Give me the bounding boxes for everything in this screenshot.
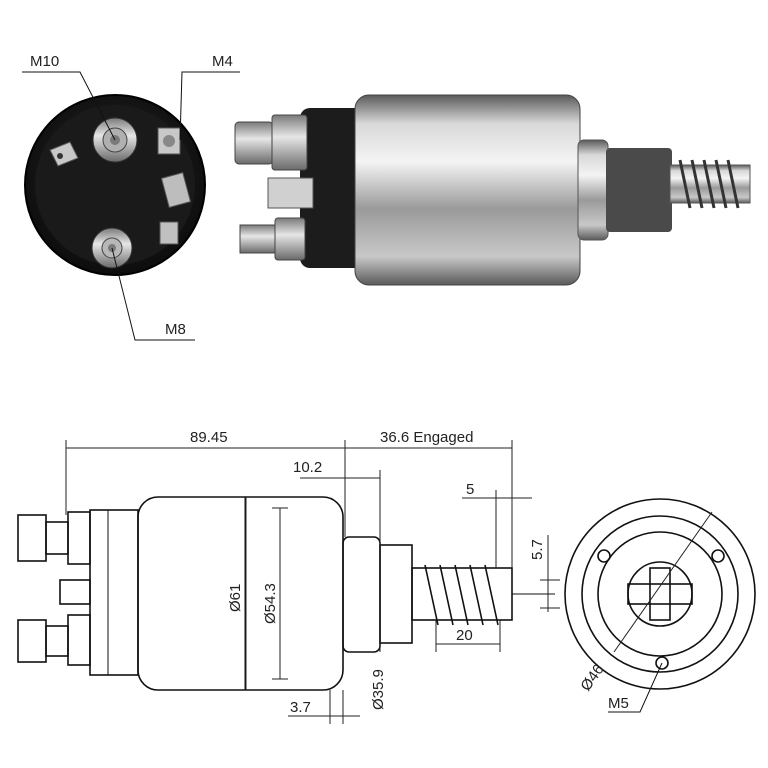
mount-hole-bottom xyxy=(655,656,669,670)
end-cap xyxy=(89,509,139,676)
side-terminals-photo xyxy=(234,114,314,261)
label-m8: M8 xyxy=(165,321,186,338)
dim-dia-61: Ø61 xyxy=(227,584,244,612)
dim-dia-46: Ø46 xyxy=(577,661,607,694)
dim-20: 20 xyxy=(456,627,473,644)
lug-tab xyxy=(49,141,79,167)
front-dimensions xyxy=(608,511,713,713)
label-m10: M10 xyxy=(30,53,59,70)
dim-5: 5 xyxy=(466,481,474,498)
front-slot xyxy=(627,583,693,605)
front-outer-circle xyxy=(564,498,756,690)
dim-dia-54-3: Ø54.3 xyxy=(262,583,279,624)
spring-photo xyxy=(678,159,740,209)
dim-dia-35-9: Ø35.9 xyxy=(370,669,387,710)
front-drawing xyxy=(564,498,756,690)
top-terminal-nut xyxy=(17,514,47,562)
side-drawing xyxy=(17,496,555,691)
side-dimensions xyxy=(65,440,560,724)
bottom-terminal-nut xyxy=(17,619,47,663)
label-m5: M5 xyxy=(608,695,629,712)
photo-leaders xyxy=(22,71,240,341)
label-m4: M4 xyxy=(212,53,233,70)
end-view-photo xyxy=(24,94,206,276)
dim-5-7: 5.7 xyxy=(529,539,546,560)
neck-outline xyxy=(342,536,381,653)
mount-hole-left xyxy=(597,549,611,563)
dim-10-2: 10.2 xyxy=(293,459,322,476)
spring-drawing xyxy=(424,564,499,626)
spade-terminal xyxy=(59,579,91,605)
m4-terminal xyxy=(157,127,192,245)
dim-overall-length: 89.45 xyxy=(190,429,228,446)
dim-engaged: 36.6 Engaged xyxy=(380,429,473,446)
side-view-photo xyxy=(234,94,751,286)
mount-hole-right xyxy=(711,549,725,563)
dim-3-7: 3.7 xyxy=(290,699,311,716)
